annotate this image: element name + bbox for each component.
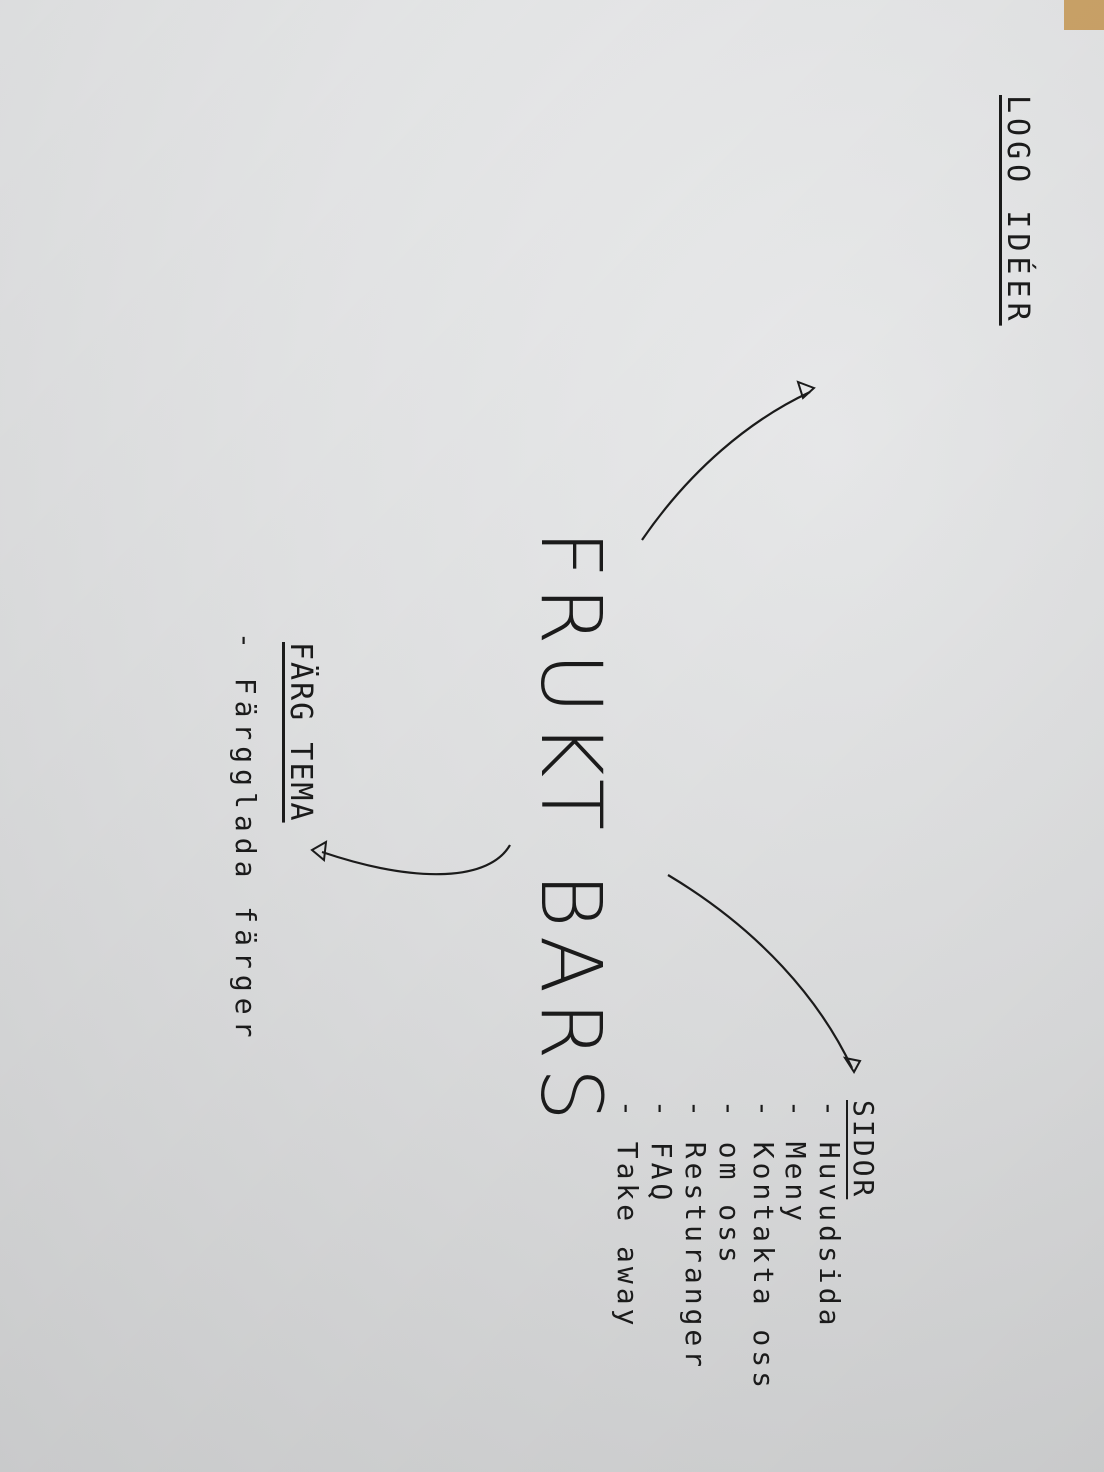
arrow-to-farg-tema [321, 844, 511, 876]
farg-tema-heading: FÄRG TEMA [283, 642, 318, 823]
sidor-item: - Kontakta oss [747, 1100, 780, 1393]
arrow-to-farg-tema-head [310, 840, 328, 862]
arrow-to-sidor [667, 874, 853, 1069]
central-title: FRUKT BARS [522, 530, 620, 1129]
logo-ideas-heading: LOGO IDÉER [1000, 95, 1035, 326]
sidor-item: - om oss [713, 1100, 746, 1267]
sidor-item: - Resturanger [679, 1100, 712, 1372]
sidor-heading: SIDOR [847, 1100, 880, 1200]
desk-corner [1064, 0, 1104, 30]
arrow-to-logo-head [796, 380, 816, 400]
farg-tema-item: - Färgglada färger [229, 632, 262, 1044]
sidor-item: - Meny [779, 1100, 812, 1226]
sidor-item: - Take away [611, 1100, 644, 1330]
arrow-to-logo [641, 391, 811, 541]
sidor-item: - FAQ [645, 1100, 678, 1205]
arrow-to-sidor-head [842, 1056, 862, 1074]
sidor-item: - Huvudsida [813, 1100, 846, 1330]
